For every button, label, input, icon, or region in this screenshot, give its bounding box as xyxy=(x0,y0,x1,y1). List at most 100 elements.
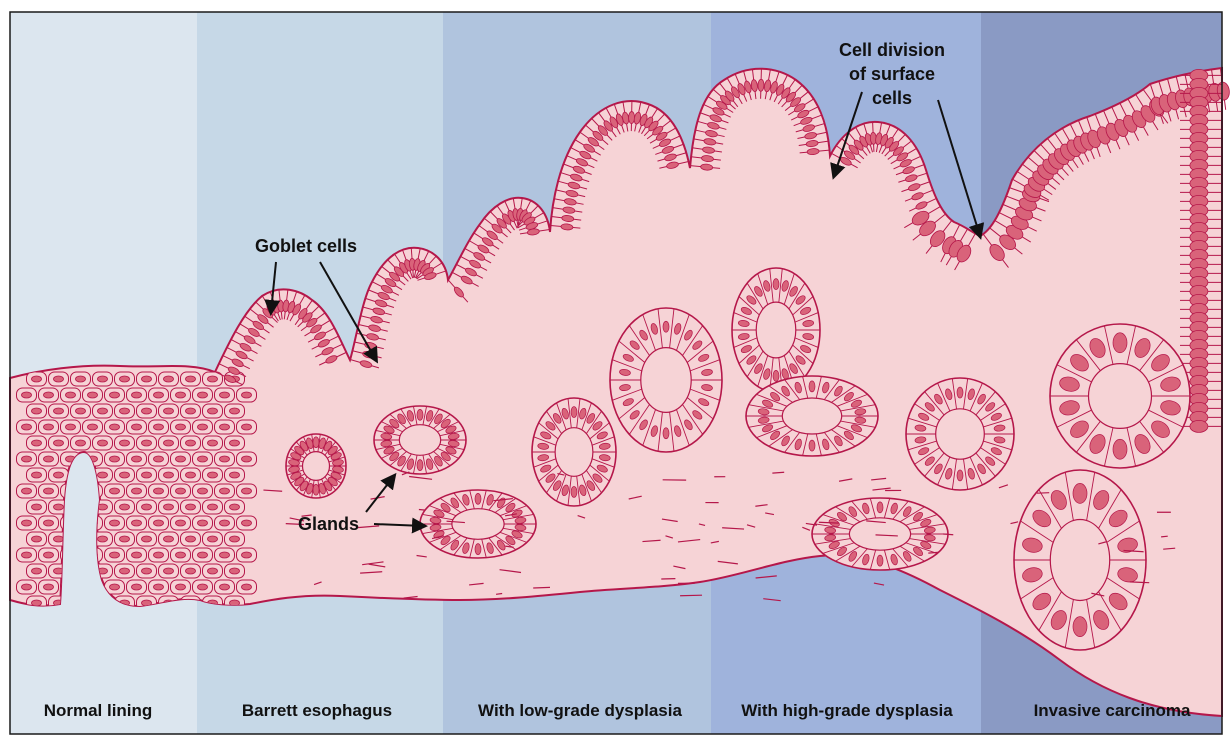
cell-nucleus xyxy=(186,376,196,382)
gland-lumen xyxy=(1050,520,1109,601)
cell-nucleus xyxy=(22,456,32,462)
cell-nucleus xyxy=(230,472,240,478)
cell-nucleus xyxy=(98,536,108,542)
cell-nucleus xyxy=(142,568,152,574)
cell-nucleus xyxy=(242,392,252,398)
cell-nucleus xyxy=(120,472,130,478)
gland-nucleus xyxy=(417,409,423,420)
gland-lumen xyxy=(756,302,796,358)
stroma-fiber xyxy=(680,595,702,596)
cell-nucleus xyxy=(76,440,86,446)
cell-nucleus xyxy=(230,504,240,510)
cell-nucleus xyxy=(220,392,230,398)
stroma-fiber xyxy=(496,593,502,594)
cell-division-label-line-1: Cell division xyxy=(839,40,945,60)
gland-nucleus xyxy=(313,484,319,495)
cell-nucleus xyxy=(176,520,186,526)
cell-nucleus xyxy=(154,584,164,590)
gland-lumen xyxy=(452,509,504,540)
cell-nucleus xyxy=(176,424,186,430)
cell-nucleus xyxy=(110,488,120,494)
gland-nucleus xyxy=(313,437,319,448)
stroma-fiber xyxy=(772,472,784,473)
stage-label-barrett-esophagus: Barrett esophagus xyxy=(242,701,392,720)
cell-nucleus xyxy=(142,376,152,382)
cell-nucleus xyxy=(154,392,164,398)
cell-nucleus xyxy=(176,488,186,494)
cell-nucleus xyxy=(198,424,208,430)
cell-nucleus xyxy=(154,488,164,494)
cell-nucleus xyxy=(32,440,42,446)
cell-nucleus xyxy=(220,552,230,558)
stroma-fiber xyxy=(533,587,550,588)
cell-nucleus xyxy=(176,584,186,590)
cell-nucleus xyxy=(164,472,174,478)
cell-nucleus xyxy=(110,584,120,590)
cell-nucleus xyxy=(110,456,120,462)
cell-nucleus xyxy=(198,456,208,462)
cell-nucleus xyxy=(22,392,32,398)
gland-lumen xyxy=(555,428,593,477)
cell-nucleus xyxy=(98,472,108,478)
gland-lumen xyxy=(303,452,330,481)
gland-nucleus xyxy=(1073,617,1087,637)
cell-nucleus xyxy=(32,504,42,510)
cell-nucleus xyxy=(220,424,230,430)
cell-nucleus xyxy=(208,376,218,382)
cell-nucleus xyxy=(32,376,42,382)
cell-nucleus xyxy=(22,552,32,558)
cell-nucleus xyxy=(120,536,130,542)
gland-nucleus xyxy=(957,470,963,481)
cell-nucleus xyxy=(54,408,64,414)
cell-nucleus xyxy=(120,408,130,414)
cell-nucleus xyxy=(186,440,196,446)
cell-nucleus xyxy=(142,472,152,478)
cell-nucleus xyxy=(176,552,186,558)
gland-nucleus xyxy=(571,407,577,418)
cell-pattern xyxy=(17,372,257,610)
stage-label-low-grade-dysplasia: With low-grade dysplasia xyxy=(478,701,682,720)
cell-nucleus xyxy=(628,111,634,123)
cell-nucleus xyxy=(54,472,64,478)
cell-nucleus xyxy=(1190,420,1208,432)
stage-label-high-grade-dysplasia: With high-grade dysplasia xyxy=(741,701,953,720)
gland-nucleus xyxy=(773,279,779,290)
cell-nucleus xyxy=(142,408,152,414)
cell-nucleus xyxy=(230,408,240,414)
cell-nucleus xyxy=(44,520,54,526)
gland-lumen xyxy=(1089,364,1152,429)
cell-nucleus xyxy=(220,488,230,494)
cell-nucleus xyxy=(198,520,208,526)
cell-nucleus xyxy=(164,440,174,446)
cell-nucleus xyxy=(76,408,86,414)
gland-nucleus xyxy=(1113,439,1127,459)
gland-nucleus xyxy=(1113,333,1127,353)
stroma-fiber xyxy=(1130,582,1149,583)
gland-nucleus xyxy=(571,486,577,497)
cell-nucleus xyxy=(242,456,252,462)
cell-nucleus xyxy=(76,376,86,382)
gland-nucleus xyxy=(1073,483,1087,503)
cell-nucleus xyxy=(230,440,240,446)
cell-nucleus xyxy=(154,424,164,430)
cell-nucleus xyxy=(142,536,152,542)
cell-nucleus xyxy=(44,424,54,430)
cell-nucleus xyxy=(242,424,252,430)
cell-nucleus xyxy=(132,552,142,558)
cell-nucleus xyxy=(176,456,186,462)
cell-nucleus xyxy=(142,440,152,446)
gland-nucleus xyxy=(663,321,669,332)
cell-nucleus xyxy=(220,584,230,590)
cell-nucleus xyxy=(110,552,120,558)
cell-nucleus xyxy=(132,424,142,430)
gland-lumen xyxy=(782,398,841,434)
gland-nucleus xyxy=(663,428,669,439)
cell-nucleus xyxy=(198,552,208,558)
cell-nucleus xyxy=(132,392,142,398)
cell-nucleus xyxy=(120,376,130,382)
cell-nucleus xyxy=(242,552,252,558)
cell-nucleus xyxy=(208,568,218,574)
cell-nucleus xyxy=(44,552,54,558)
stroma-fiber xyxy=(928,552,939,553)
